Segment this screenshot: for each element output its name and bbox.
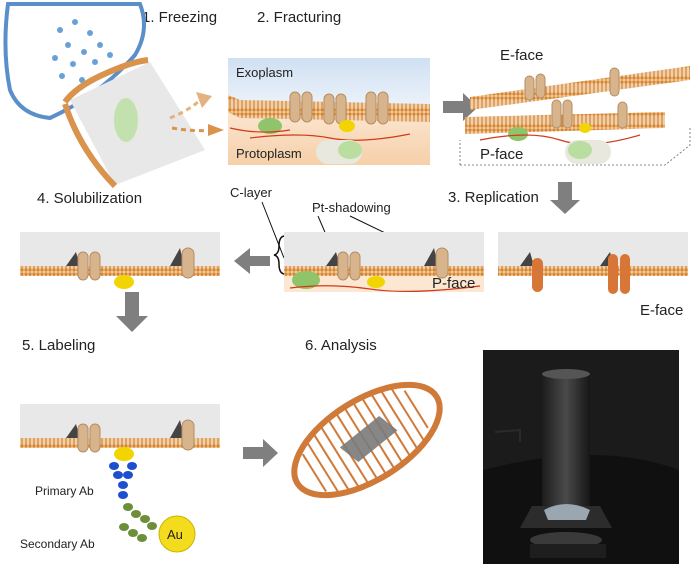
- exoplasm-label: Exoplasm: [236, 65, 293, 80]
- p-face-label: P-face: [480, 146, 523, 163]
- cell-vesicles: [52, 19, 113, 83]
- p-replica-shadows: [326, 248, 438, 266]
- protoplasm-label: Protoplasm: [236, 146, 302, 161]
- cytoskeleton-lines: [249, 133, 411, 141]
- green-protein: [258, 118, 282, 134]
- secondary-antibody: [119, 503, 157, 542]
- yellow-protein: [339, 120, 355, 132]
- c-layer-bracket: [273, 235, 286, 275]
- pt-shadowing-label: Pt-shadowing: [312, 200, 391, 215]
- split-arrow-upper: [169, 98, 202, 120]
- arrow-to-split: [443, 93, 478, 121]
- microscope-column: [542, 372, 590, 512]
- gold-particle: [158, 515, 196, 553]
- primary-ab-label: Primary Ab: [35, 484, 94, 498]
- solubilized-yellow-protein: [114, 275, 134, 289]
- cell-membrane-edge: [62, 57, 149, 104]
- cell-membrane-side: [62, 103, 118, 189]
- replica-box: [460, 128, 691, 166]
- step-6-title: 6. Analysis: [305, 337, 377, 354]
- gold-label: Au: [167, 527, 183, 542]
- p-replica-proteins: [337, 247, 449, 281]
- organelle: [114, 98, 138, 142]
- e-replica-holes: [532, 254, 630, 294]
- arrow-to-solubilization: [234, 248, 270, 274]
- solubilization-panel: 4. Solubilization: [20, 190, 220, 289]
- analysis-panel: 6. Analysis: [291, 337, 443, 499]
- e-face-replica-label: E-face: [640, 302, 683, 319]
- step-2-title: 2. Fracturing: [257, 9, 341, 26]
- fracturing-panel: 2. Fracturing Exoplasm Protoplasm: [228, 9, 430, 165]
- arrow-to-replication: [550, 182, 580, 214]
- e-face-label: E-face: [500, 47, 543, 64]
- microscope-photo: [483, 350, 679, 564]
- c-layer-label: C-layer: [230, 185, 273, 200]
- frozen-cell: [3, 2, 146, 121]
- fracturing-proteins: [289, 91, 389, 125]
- split-faces-panel: E-face P-face: [459, 47, 691, 166]
- e-face-bilayer: [470, 66, 690, 110]
- step-5-title: 5. Labeling: [22, 337, 95, 354]
- arrow-to-labeling: [116, 292, 148, 332]
- em-grid: [291, 381, 443, 499]
- step-3-title: 3. Replication: [448, 189, 539, 206]
- p-face-proteins: [551, 99, 628, 129]
- freezing-panel: 1. Freezing: [3, 2, 224, 189]
- primary-antibody: [109, 462, 137, 499]
- step-1-title: 1. Freezing: [142, 9, 217, 26]
- step-4-title: 4. Solubilization: [37, 190, 142, 207]
- p-face-replica-layer: [284, 232, 484, 266]
- p-face-replica-label: P-face: [432, 275, 475, 292]
- replication-panel: 3. Replication C-layer Pt-shadowing P-fa…: [230, 185, 688, 319]
- arrow-to-analysis: [243, 439, 278, 467]
- labeling-panel: 5. Labeling Au Primary Ab Secondary Ab: [20, 337, 220, 553]
- secondary-ab-label: Secondary Ab: [20, 537, 95, 551]
- e-face-proteins: [524, 67, 620, 101]
